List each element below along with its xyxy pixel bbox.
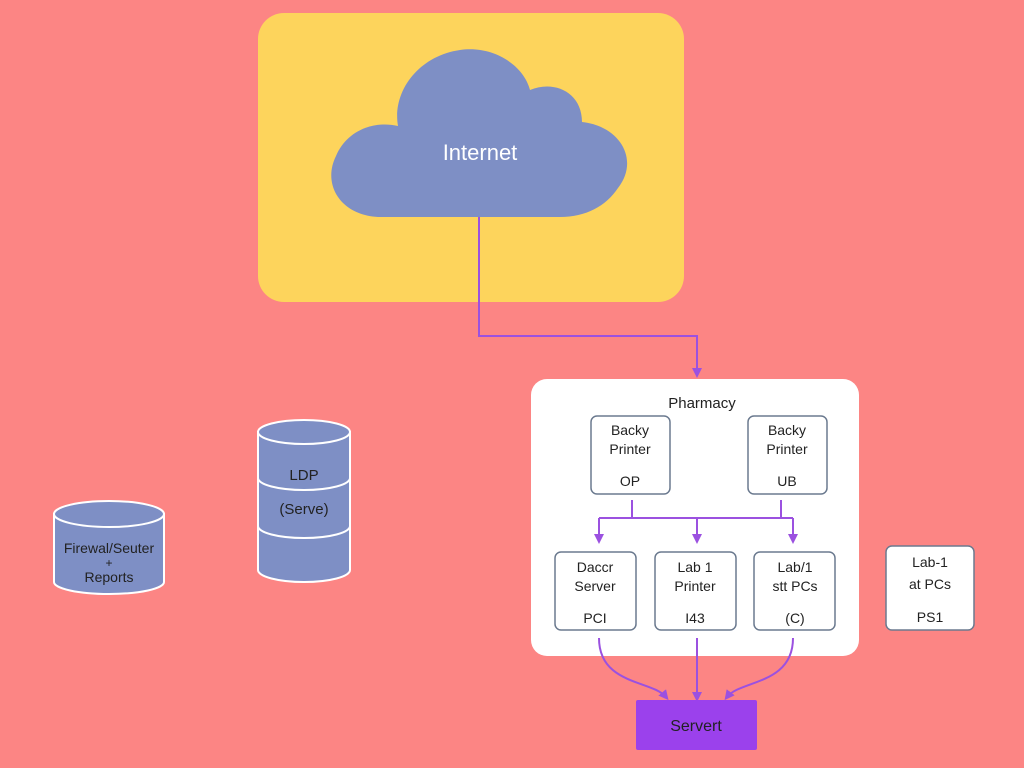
backup-printer-op-node: Backy Printer OP [590,415,671,495]
firewall-database-line3: Reports [84,569,133,585]
dacc-server-node: Daccr Server PCI [554,551,637,631]
lab-pcs-line1: Lab/1 [777,559,812,575]
lab1-printer-line1: Lab 1 [677,559,712,575]
database-icon: Firewal/Seuter + Reports [53,500,165,595]
lab-pcs-line2: stt PCs [772,578,817,594]
lab-pcs-code: (C) [785,610,804,626]
pharmacy-label: Pharmacy [668,395,736,412]
backup-printer-op-code: OP [620,473,640,489]
dacc-server-code: PCI [583,610,606,626]
ldp-database-line1: LDP [289,467,318,484]
dacc-server-to-servert-connector [598,637,669,701]
dacc-server-line1: Daccr [577,559,614,575]
dacc-server-line2: Server [574,578,616,594]
backup-printer-ub-line2: Printer [766,441,808,457]
ldp-database-line2: (Serve) [279,501,328,518]
lab-pcs-node: Lab/1 stt PCs (C) [753,551,836,631]
database-icon: LDP (Serve) [257,419,351,583]
internet-label: Internet [443,140,518,165]
lab1-pcs-external-node: Lab-1 at PCs PS1 [885,545,975,631]
lab-pcs-to-servert-connector [724,637,794,701]
lab1-printer-code: I43 [685,610,705,626]
lab1-pcs-external-line2: at PCs [909,576,951,592]
backup-printer-ub-node: Backy Printer UB [747,415,828,495]
lab1-pcs-external-line1: Lab-1 [912,554,948,570]
firewall-database-line2: + [105,556,112,570]
backup-printer-ub-code: UB [777,473,796,489]
firewall-database-line1: Firewal/Seuter [64,540,155,556]
backup-printer-op-line1: Backy [611,422,649,438]
internet-to-pharmacy-connector [478,217,702,378]
cloud-icon: Internet [331,49,628,217]
backup-printer-ub-line1: Backy [768,422,806,438]
servert-node: Servert [636,700,757,750]
backup-printer-op-line2: Printer [609,441,651,457]
lab1-printer-line2: Printer [674,578,716,594]
lab1-printer-node: Lab 1 Printer I43 [654,551,737,631]
lab1-pcs-external-code: PS1 [917,609,944,625]
servert-label: Servert [670,718,722,735]
